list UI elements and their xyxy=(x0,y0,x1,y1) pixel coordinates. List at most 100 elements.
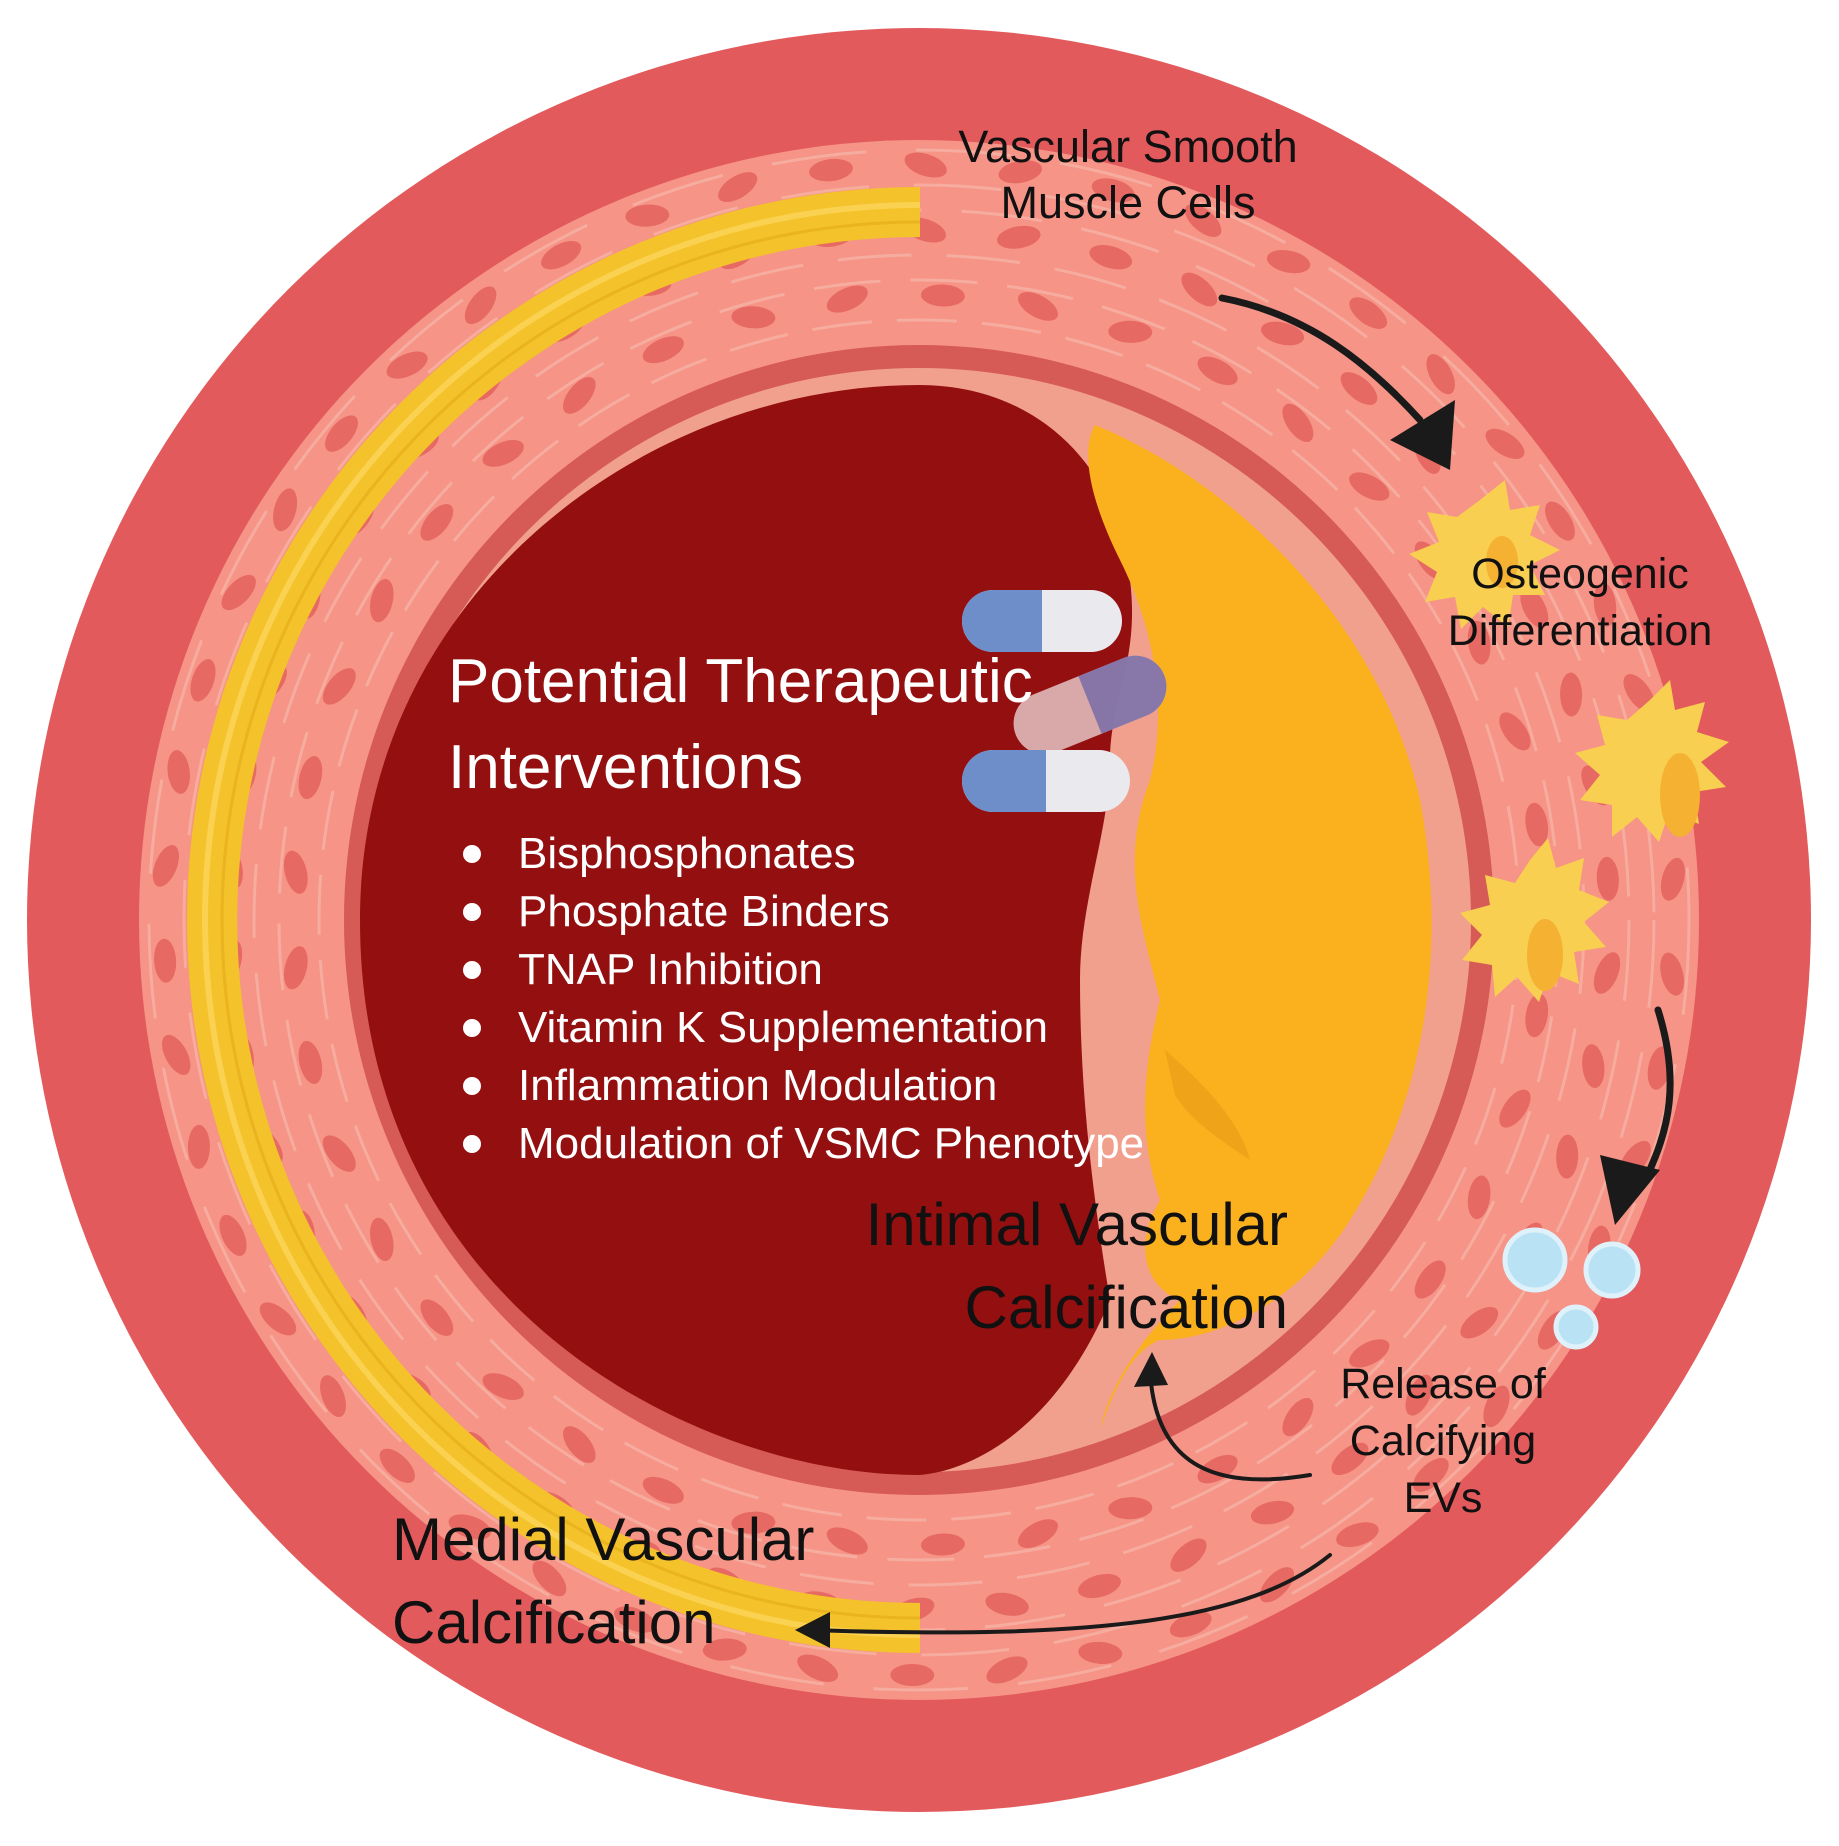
smooth-muscle-nucleus xyxy=(1091,178,1135,203)
smooth-muscle-nucleus xyxy=(1078,1573,1121,1599)
smooth-muscle-nucleus xyxy=(298,756,323,800)
smooth-muscle-nucleus xyxy=(1499,712,1531,751)
smooth-muscle-nucleus xyxy=(322,1135,356,1172)
smooth-muscle-nucleus xyxy=(370,579,394,623)
smooth-muscle-nucleus xyxy=(1181,272,1218,307)
smooth-muscle-nucleus xyxy=(154,938,177,983)
smooth-muscle-nucleus xyxy=(1582,1044,1605,1089)
smooth-muscle-nucleus xyxy=(532,1560,567,1597)
smooth-muscle-nucleus xyxy=(1520,587,1549,629)
arrow-evs-to-medial xyxy=(808,1553,1332,1635)
smooth-muscle-nucleus xyxy=(1169,1611,1212,1638)
smooth-muscle-nucleus xyxy=(1282,1397,1314,1437)
smooth-muscle-nucleus xyxy=(167,750,190,794)
smooth-muscle-nucleus xyxy=(420,503,454,541)
smooth-muscle-nucleus xyxy=(1108,320,1153,343)
smooth-muscle-nucleus xyxy=(379,1448,415,1483)
smooth-muscle-nucleus xyxy=(273,488,298,532)
therapeutics-bullet xyxy=(463,1019,481,1037)
smooth-muscle-nucleus xyxy=(1499,1089,1531,1128)
smooth-muscle-nucleus xyxy=(1089,244,1133,270)
smooth-muscle-nucleus xyxy=(797,1654,839,1682)
osteogenic-label-line2: Differentiation xyxy=(1448,607,1713,655)
smooth-muscle-nucleus xyxy=(1545,501,1575,541)
intimal-plaque-cap xyxy=(1165,1050,1250,1160)
smooth-muscle-nucleus xyxy=(464,286,497,325)
smooth-muscle-nucleus xyxy=(152,845,180,887)
osteogenic-label-line1: Osteogenic xyxy=(1471,550,1689,598)
therapeutics-item: Phosphate Binders xyxy=(518,887,890,936)
smooth-muscle-nucleus xyxy=(1593,952,1621,994)
smooth-muscle-nucleus xyxy=(1405,1374,1433,1416)
smooth-muscle-nucleus xyxy=(642,1476,684,1504)
vsmc-label-line1: Vascular Smooth xyxy=(958,121,1297,172)
smooth-muscle-nucleus xyxy=(563,376,596,414)
smooth-muscle-nucleus xyxy=(625,204,670,227)
smooth-muscle-nucleus xyxy=(1197,1454,1238,1484)
smooth-muscle-nucleus xyxy=(1525,993,1549,1038)
smooth-muscle-nucleus xyxy=(731,306,776,329)
smooth-muscle-nucleus xyxy=(1018,1519,1058,1548)
smooth-muscle-nucleus xyxy=(1556,1134,1579,1179)
smooth-muscle-nucleus xyxy=(920,1533,965,1556)
smooth-muscle-nucleus xyxy=(1108,1497,1153,1520)
smooth-muscle-nucleus xyxy=(370,1217,394,1261)
therapeutics-item: Modulation of VSMC Phenotype xyxy=(518,1119,1144,1168)
smooth-muscle-nucleus xyxy=(482,1373,524,1401)
smooth-muscle-nucleus xyxy=(259,1302,297,1336)
smooth-muscle-nucleus xyxy=(1336,1522,1379,1548)
smooth-muscle-nucleus xyxy=(904,152,947,178)
smooth-muscle-nucleus xyxy=(1560,672,1583,717)
smooth-muscle-nucleus xyxy=(1078,1641,1123,1664)
smooth-muscle-nucleus xyxy=(1460,1306,1499,1339)
arrowhead-intimal xyxy=(1134,1352,1168,1387)
arrow-evs-to-intimal xyxy=(1148,1368,1312,1482)
smooth-muscle-nucleus xyxy=(1331,1442,1369,1476)
medial-calcification-band-line xyxy=(220,220,921,1620)
arrowhead-osteogenic xyxy=(1390,400,1455,470)
smooth-muscle-nucleus xyxy=(1349,472,1390,501)
therapeutics-title-line2: Interventions xyxy=(448,733,803,802)
smooth-muscle-nucleus xyxy=(1018,292,1058,321)
arrowhead-evs xyxy=(1600,1155,1660,1225)
smooth-muscle-nucleus xyxy=(1414,1260,1446,1299)
medial-label-line2: Calcification xyxy=(392,1589,715,1656)
therapeutics-bullet xyxy=(463,845,481,863)
evs-label-line1: Release of xyxy=(1340,1360,1547,1408)
smooth-muscle-fiber xyxy=(147,148,1691,1692)
smooth-muscle-nucleus xyxy=(1266,249,1311,274)
smooth-muscle-nucleus xyxy=(809,158,853,182)
vsmc-label-line2: Muscle Cells xyxy=(1000,177,1255,228)
intimal-label-line2: Calcification xyxy=(965,1274,1288,1341)
smooth-muscle-nucleus xyxy=(1467,1175,1491,1220)
arrow-vsmc-to-osteogenic xyxy=(1218,294,1424,424)
evs-label-line3: EVs xyxy=(1404,1474,1483,1522)
smooth-muscle-nucleus xyxy=(986,1656,1028,1684)
smooth-muscle-nucleus xyxy=(1197,356,1238,386)
therapeutics-item: Vitamin K Supplementation xyxy=(518,1003,1048,1052)
therapeutics-bullet xyxy=(463,961,481,979)
smooth-muscle-nucleus xyxy=(1485,428,1525,460)
smooth-muscle-nucleus xyxy=(1184,204,1222,237)
smooth-muscle-nucleus xyxy=(731,1511,776,1534)
smooth-muscle-nucleus xyxy=(420,1299,454,1337)
capsule-pill-icon xyxy=(962,750,1130,812)
extracellular-vesicle-icon xyxy=(1502,1227,1641,1350)
smooth-muscle-nucleus xyxy=(1259,1567,1295,1603)
smooth-muscle-nucleus xyxy=(920,284,965,307)
smooth-muscle-nucleus xyxy=(1349,1339,1390,1368)
smooth-muscle-nucleus xyxy=(614,1606,656,1633)
osteogenic-cell-icon xyxy=(1575,680,1729,842)
smooth-muscle-nucleus xyxy=(826,285,868,313)
smooth-muscle-nucleus xyxy=(1413,1457,1449,1492)
smooth-muscle-nucleus xyxy=(541,240,582,270)
smooth-muscle-nucleus xyxy=(283,850,308,894)
smooth-muscle-nucleus xyxy=(298,1040,323,1084)
intimal-calcified-plaque xyxy=(1088,425,1432,1430)
arrow-osteogenic-to-evs xyxy=(1641,1006,1674,1184)
therapeutics-item: TNAP Inhibition xyxy=(518,945,823,994)
intimal-label-line1: Intimal Vascular xyxy=(866,1191,1288,1258)
smooth-muscle-nucleus xyxy=(482,439,524,467)
